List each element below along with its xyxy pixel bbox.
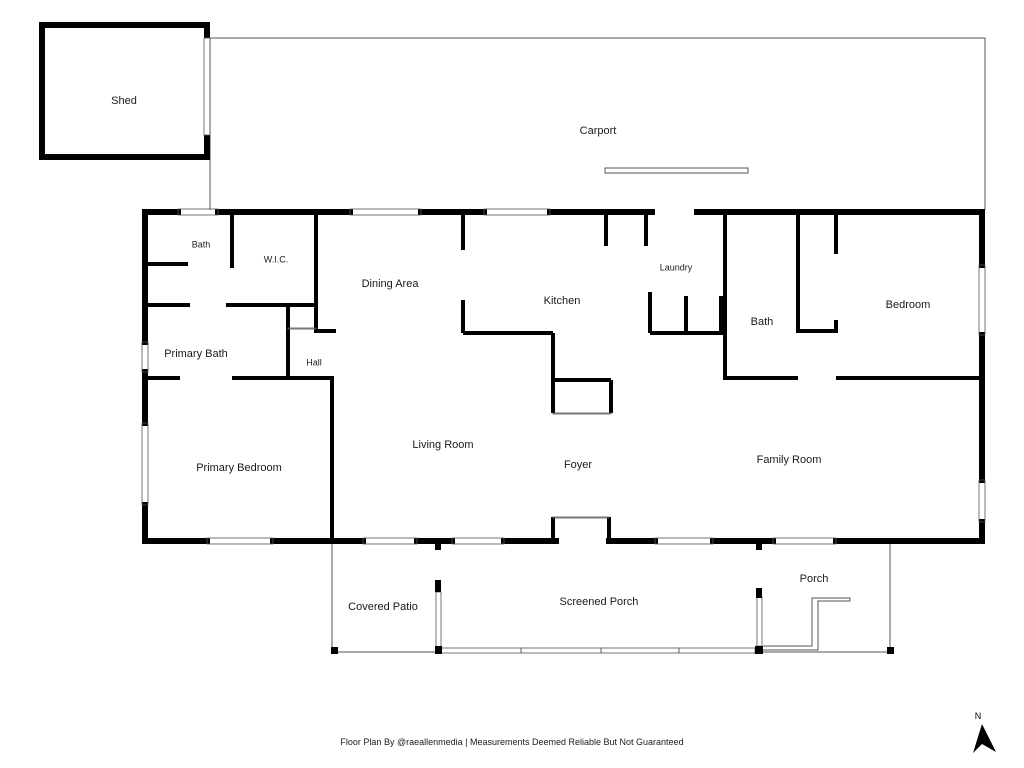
north-arrow-icon: N	[973, 711, 996, 753]
label-dining: Dining Area	[362, 278, 420, 290]
label-shed: Shed	[111, 95, 137, 107]
footer-credit: Floor Plan By @raeallenmedia | Measureme…	[340, 737, 684, 747]
room-labels: Shed Carport Bath W.I.C. Dining Area Kit…	[111, 95, 930, 613]
label-screened-porch: Screened Porch	[560, 596, 639, 608]
label-bath-small: Bath	[192, 239, 211, 249]
label-hall: Hall	[306, 357, 322, 367]
label-bath: Bath	[751, 316, 774, 328]
label-living-room: Living Room	[412, 439, 473, 451]
label-wic: W.I.C.	[264, 254, 289, 264]
label-primary-bath: Primary Bath	[164, 348, 228, 360]
label-bedroom: Bedroom	[886, 299, 931, 311]
label-laundry: Laundry	[660, 262, 693, 272]
posts	[331, 542, 894, 654]
windows	[141, 37, 986, 654]
shed-walls	[39, 22, 210, 160]
interior-walls	[147, 212, 982, 541]
label-primary-bedroom: Primary Bedroom	[196, 462, 282, 474]
exterior-walls	[142, 209, 985, 544]
north-label: N	[975, 711, 982, 721]
label-porch: Porch	[800, 573, 829, 585]
label-covered-patio: Covered Patio	[348, 601, 418, 613]
label-foyer: Foyer	[564, 459, 592, 471]
label-family-room: Family Room	[757, 454, 822, 466]
label-kitchen: Kitchen	[544, 295, 581, 307]
label-carport: Carport	[580, 125, 617, 137]
